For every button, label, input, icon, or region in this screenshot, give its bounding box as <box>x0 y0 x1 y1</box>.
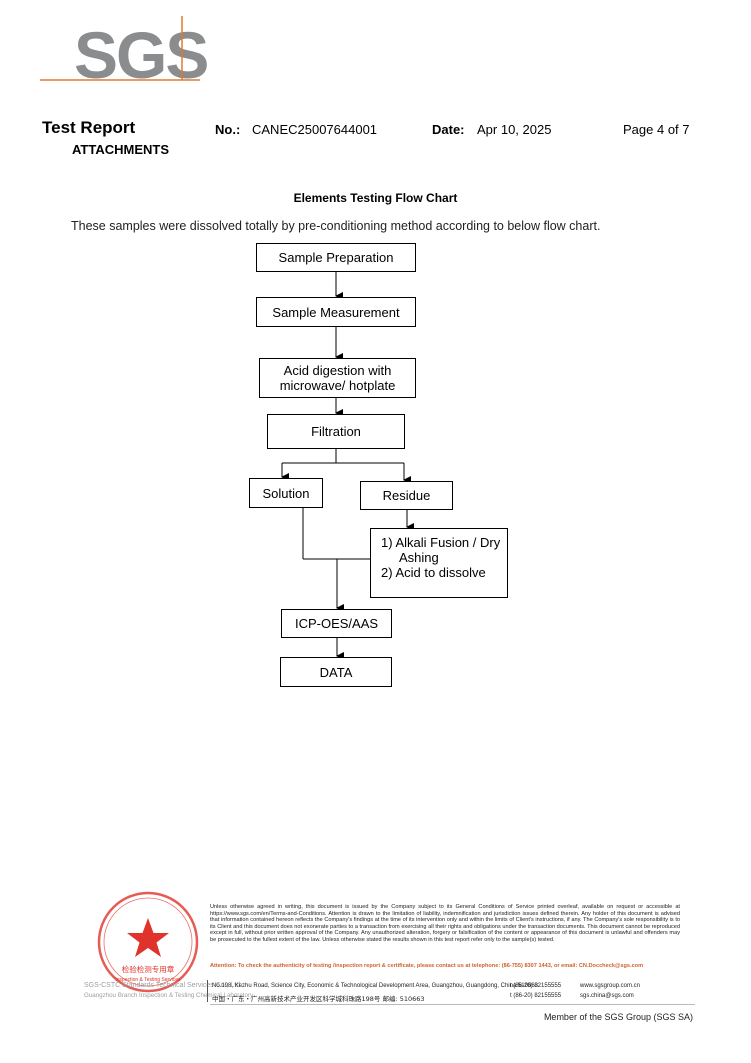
box-acid-digestion: Acid digestion with microwave/ hotplate <box>259 358 416 398</box>
box-alkali-line3: 2) Acid to dissolve <box>381 565 486 580</box>
box-alkali-line1: 1) Alkali Fusion / Dry <box>381 535 501 550</box>
footer-disclaimer: Unless otherwise agreed in writing, this… <box>210 904 680 943</box>
report-date-label: Date: <box>432 122 465 137</box>
intro-text: These samples were dissolved totally by … <box>71 219 601 233</box>
footer-laboratory-name: Guangzhou Branch Inspection & Testing Ch… <box>84 992 254 999</box>
box-filtration-label: Filtration <box>311 424 361 439</box>
sgs-logo: SGS <box>40 16 209 84</box>
footer-member: Member of the SGS Group (SGS SA) <box>543 1012 693 1022</box>
box-residue-label: Residue <box>382 488 431 503</box>
box-acid-digestion-line2: microwave/ hotplate <box>279 378 396 393</box>
box-icp-label: ICP-OES/AAS <box>294 616 379 631</box>
stamp-subtext: Inspection & Testing Services <box>115 977 181 983</box>
box-solution: Solution <box>249 478 323 508</box>
box-data: DATA <box>280 657 392 687</box>
report-date: Apr 10, 2025 <box>477 122 552 137</box>
box-alkali-fusion: 1) Alkali Fusion / Dry Ashing 2) Acid to… <box>370 528 508 598</box>
report-number: CANEC25007644001 <box>252 122 378 137</box>
stamp-text: 检验检测专用章 <box>122 964 175 974</box>
footer-divider <box>210 1004 695 1005</box>
box-icp: ICP-OES/AAS <box>281 609 392 638</box>
footer-attention: Attention: To check the authenticity of … <box>210 963 644 969</box>
box-sample-preparation-label: Sample Preparation <box>278 250 394 265</box>
box-sample-measurement: Sample Measurement <box>256 297 416 327</box>
box-solution-label: Solution <box>262 485 310 501</box>
footer-tel-1: t (86-20) 82155555 <box>510 983 562 989</box>
footer-separator <box>207 980 208 1002</box>
logo-text: SGS <box>74 18 207 84</box>
box-filtration: Filtration <box>267 414 405 449</box>
report-subtitle: ATTACHMENTS <box>72 142 170 157</box>
star-icon <box>127 918 169 957</box>
section-title: Elements Testing Flow Chart <box>293 191 458 205</box>
inspection-stamp: 检验检测专用章 Inspection & Testing Services <box>97 891 199 993</box>
box-sample-measurement-label: Sample Measurement <box>272 304 400 320</box>
footer-email: sgs.china@sgs.com <box>580 993 634 999</box>
report-number-label: No.: <box>215 122 241 137</box>
box-residue: Residue <box>360 481 453 510</box>
box-data-label: DATA <box>319 664 353 680</box>
report-title: Test Report <box>42 118 136 137</box>
box-sample-preparation: Sample Preparation <box>256 243 416 272</box>
footer-website: www.sgsgroup.com.cn <box>580 983 641 989</box>
footer-address-en: No.198, Kezhu Road, Science City, Econom… <box>212 983 538 989</box>
footer-tel-2: t (86-20) 82155555 <box>510 993 562 999</box>
footer-company-name: SGS-CSTC Standards Technical Services Co… <box>84 982 243 989</box>
footer-address-cn: 中国・广东・广州高新技术产业开发区科学城科珠路198号 邮编: 510663 <box>212 995 425 1003</box>
page-indicator: Page 4 of 7 <box>623 122 690 137</box>
box-alkali-line2: Ashing <box>399 550 439 565</box>
box-acid-digestion-line1: Acid digestion with <box>283 363 392 378</box>
